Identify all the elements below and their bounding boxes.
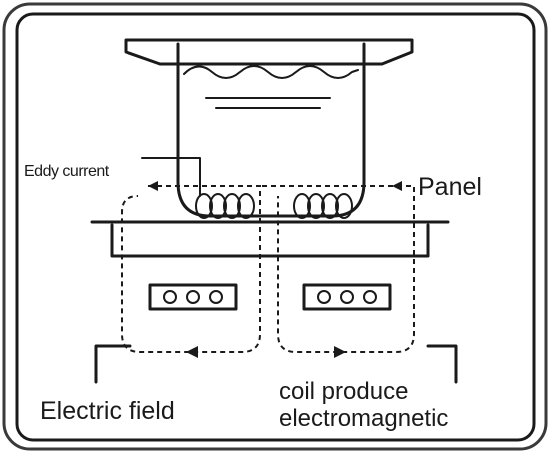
cooking-pot bbox=[124, 38, 414, 218]
electric-field-bracket bbox=[94, 344, 132, 384]
inner-frame bbox=[15, 12, 536, 442]
arrow-left-bottom bbox=[186, 346, 198, 358]
eddy-current-label: Eddy current bbox=[24, 163, 110, 180]
panel-body bbox=[110, 223, 430, 258]
arrow-left-top bbox=[148, 181, 158, 191]
panel-label: Panel bbox=[418, 173, 482, 201]
coil-window-left bbox=[148, 283, 238, 311]
arrow-right-top bbox=[392, 181, 402, 191]
coil-label-line2: electromagnetic bbox=[279, 405, 448, 432]
eddy-current-leader bbox=[141, 157, 201, 197]
arrow-right-bottom bbox=[334, 346, 346, 358]
field-arrows bbox=[148, 181, 402, 358]
electric-field-label: Electric field bbox=[40, 397, 175, 425]
eddy-current-loops-right bbox=[293, 193, 353, 219]
eddy-current-loops-left bbox=[195, 193, 255, 219]
magnetic-field-lines bbox=[121, 185, 415, 353]
coil-bracket bbox=[426, 344, 458, 384]
coil-window-right bbox=[302, 283, 392, 311]
coil-label-line1: coil produce bbox=[279, 378, 408, 405]
